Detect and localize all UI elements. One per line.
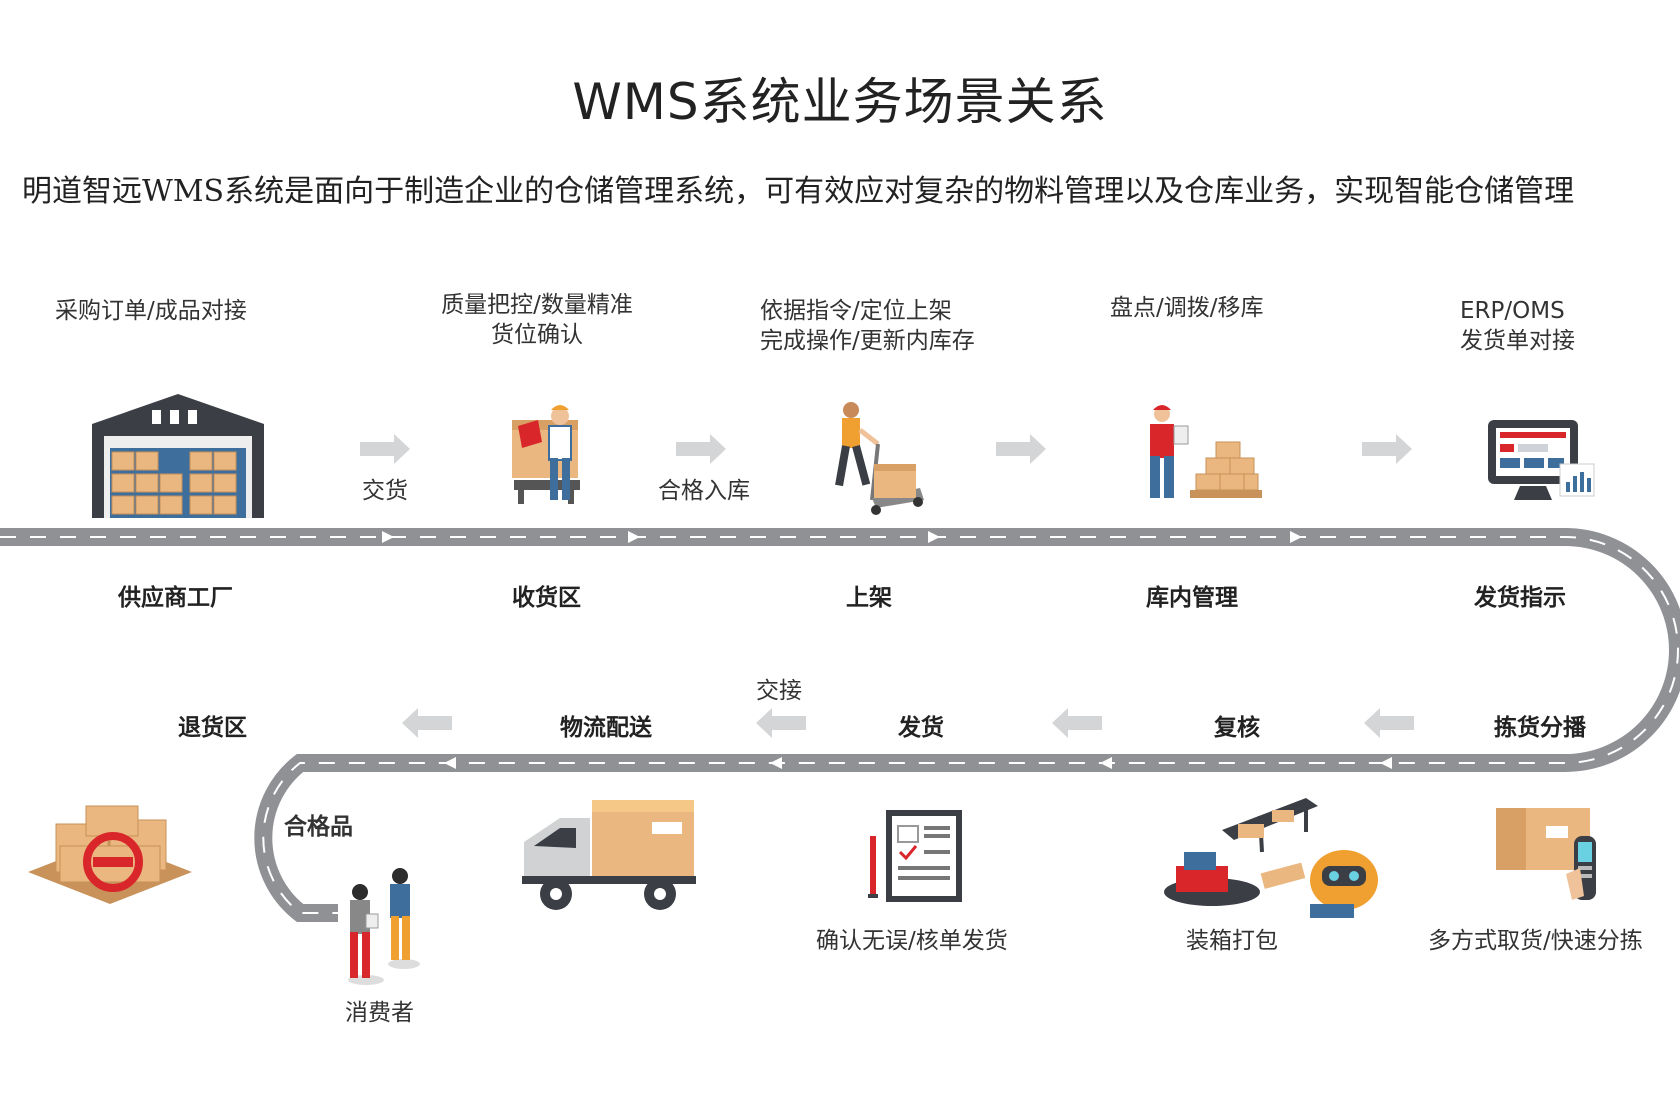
arrow-right-icon [676,434,726,464]
page-subtitle: 明道智远WMS系统是面向于制造企业的仓储管理系统，可有效应对复杂的物料管理以及仓… [22,174,1575,209]
label-consumer: 消费者 [345,1000,414,1026]
transition-delivery: 交货 [362,478,408,504]
node-putaway: 上架 [846,585,892,611]
road-direction-markers [382,531,1668,769]
node-review: 复核 [1214,715,1260,741]
node-logistics: 物流配送 [560,715,652,741]
label-qualified-goods: 合格品 [284,814,353,840]
node-receiving-area: 收货区 [512,585,581,611]
desc-supplier: 采购订单/成品对接 [55,298,247,324]
bottom-flow-arrows [402,708,1414,738]
scanner-icon [1496,808,1596,900]
desc-putaway: 依据指令/定位上架 完成操作/更新内库存 [760,298,975,354]
desc-shipping-instruction: ERP/OMS 发货单对接 [1460,298,1575,354]
page-title: WMS系统业务场景关系 [572,73,1108,131]
road [0,528,1680,922]
node-shipping: 发货 [898,715,944,741]
arrow-right-icon [360,434,410,464]
worker-receiving-icon [512,405,580,504]
desc-confirm-ship: 确认无误/核单发货 [816,928,1008,954]
return-boxes-icon [28,805,192,904]
arrow-right-icon [1362,434,1412,464]
node-shipping-instruction: 发货指示 [1474,585,1566,611]
node-supplier-factory: 供应商工厂 [118,585,233,611]
arrow-left-icon [1364,708,1414,738]
desc-receiving: 质量把控/数量精准 货位确认 [441,292,633,348]
transition-qualified-storage: 合格入库 [658,478,750,504]
transition-handover: 交接 [756,678,802,704]
warehouse-icon [92,394,264,518]
packing-robot-icon [1164,798,1378,918]
node-picking-sorting: 拣货分播 [1494,715,1586,741]
desc-inventory: 盘点/调拨/移库 [1110,295,1264,321]
desc-packing: 装箱打包 [1186,928,1278,954]
desc-multi-pickup: 多方式取货/快速分拣 [1428,928,1643,954]
checklist-icon [868,810,962,902]
arrow-left-icon [756,708,806,738]
consumers-icon [348,868,420,985]
inventory-worker-icon [1150,405,1262,498]
worker-cart-icon [835,402,924,515]
top-flow-arrows [360,434,1412,464]
node-return-area: 退货区 [178,715,247,741]
arrow-left-icon [402,708,452,738]
monitor-icon [1488,420,1595,500]
arrow-right-icon [996,434,1046,464]
node-inventory-management: 库内管理 [1146,585,1238,611]
arrow-left-icon [1052,708,1102,738]
truck-icon [522,800,696,910]
